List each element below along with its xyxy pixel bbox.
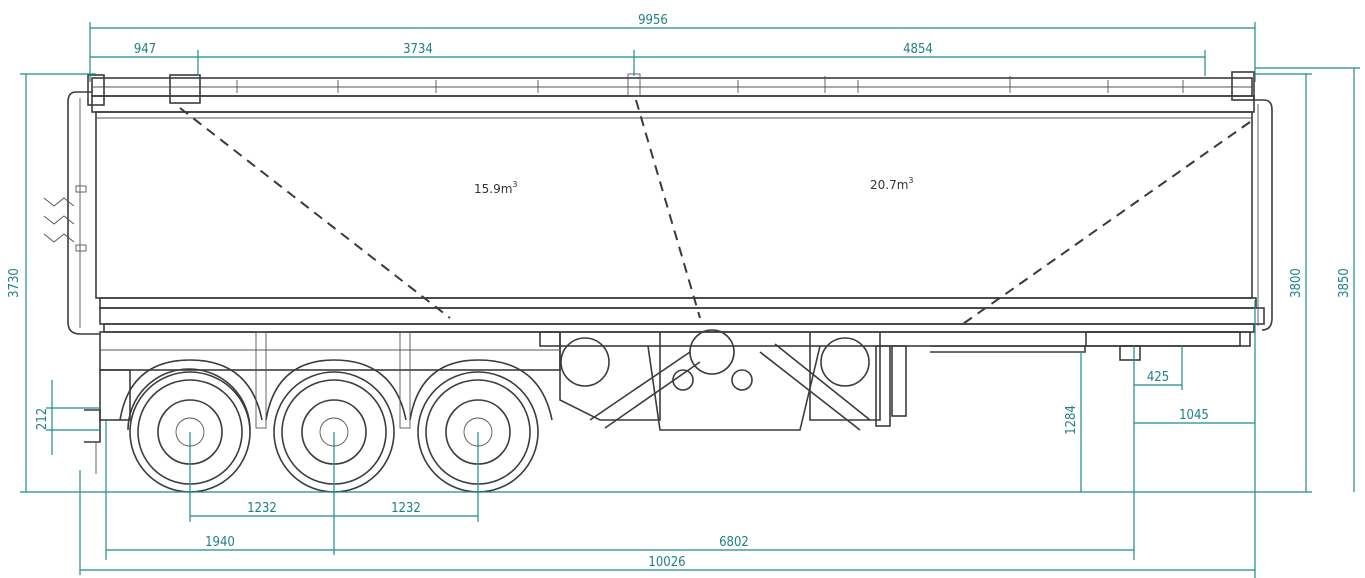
dim-kingpin-to-axle: 1940	[205, 535, 235, 550]
dim-rear-height-1284: 1284	[1064, 405, 1079, 435]
dim-detail-212: 212	[35, 408, 50, 430]
dim-rear-detail-425: 425	[1147, 370, 1169, 385]
wheel-1	[127, 368, 251, 493]
dim-overall-length: 10026	[648, 555, 685, 570]
front-volume-label: 15.9m3	[474, 180, 518, 196]
dim-front-section: 3734	[403, 42, 433, 57]
dim-overall-top: 9956	[638, 13, 668, 28]
dim-height-3800: 3800	[1289, 268, 1304, 298]
rear-volume-label: 20.7m3	[870, 176, 914, 192]
dim-rear-section: 4854	[903, 42, 933, 57]
dim-axle-spacing-1: 1232	[247, 501, 277, 516]
trailer-body	[43, 71, 1273, 335]
dim-rear-detail-1045: 1045	[1179, 408, 1209, 423]
dim-front-overhang: 947	[134, 42, 156, 57]
chassis	[84, 329, 1251, 474]
wheels	[119, 331, 553, 493]
dim-axle-spacing-2: 1232	[391, 501, 421, 516]
dimensions	[20, 22, 1360, 578]
dim-height-3850: 3850	[1337, 268, 1352, 298]
dim-height-left: 3730	[7, 268, 22, 298]
dim-axle-to-rear: 6802	[719, 535, 749, 550]
